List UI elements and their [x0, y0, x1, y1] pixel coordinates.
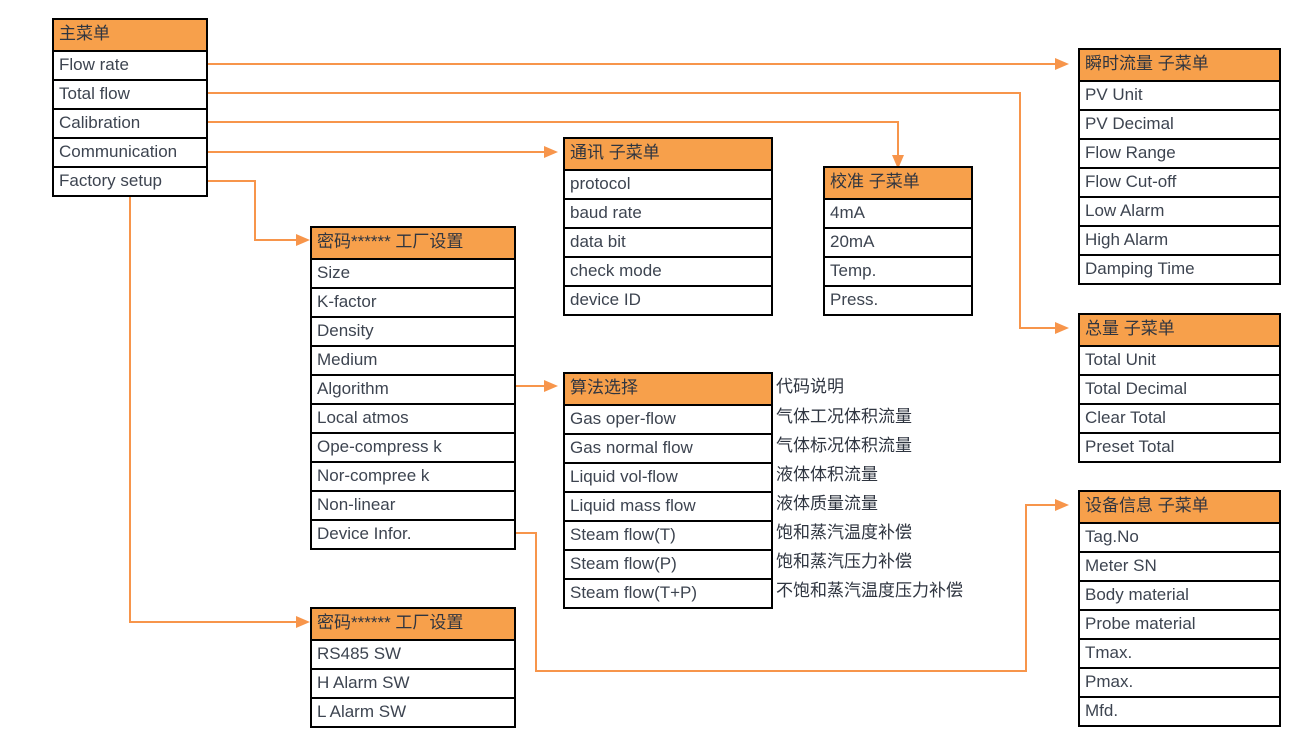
description-liquid-vol-flow: 液体体积流量 [776, 465, 878, 484]
menu-item-density[interactable]: Density [312, 316, 514, 345]
menu-item-meter-sn[interactable]: Meter SN [1080, 551, 1279, 580]
menu-item-liquid-mass-flow[interactable]: Liquid mass flow [565, 491, 771, 520]
menu-item-l-alarm-sw[interactable]: L Alarm SW [312, 697, 514, 726]
menu-item-local-atmos[interactable]: Local atmos [312, 403, 514, 432]
menu-item-body-material[interactable]: Body material [1080, 580, 1279, 609]
menu-item-probe-material[interactable]: Probe material [1080, 609, 1279, 638]
menu-item-algorithm[interactable]: Algorithm [312, 374, 514, 403]
menu-item-mfd[interactable]: Mfd. [1080, 696, 1279, 725]
menu-item-h-alarm-sw[interactable]: H Alarm SW [312, 668, 514, 697]
menu-item-flow-range[interactable]: Flow Range [1080, 138, 1279, 167]
menu-item-medium[interactable]: Medium [312, 345, 514, 374]
panel-header-factory-setup-main: 密码****** 工厂设置 [312, 228, 514, 258]
panel-header-flow-rate-submenu: 瞬时流量 子菜单 [1080, 50, 1279, 80]
menu-item-total-decimal[interactable]: Total Decimal [1080, 374, 1279, 403]
menu-item-preset-total[interactable]: Preset Total [1080, 432, 1279, 461]
panel-header-main-menu: 主菜单 [54, 20, 206, 50]
menu-item-4ma[interactable]: 4mA [825, 198, 971, 227]
menu-item-flow-rate[interactable]: Flow rate [54, 50, 206, 79]
algorithm-description-column: 代码说明 气体工况体积流量 气体标况体积流量 液体体积流量 液体质量流量 饱和蒸… [776, 373, 1036, 606]
wire-factory-setup-secondary [129, 197, 310, 628]
menu-item-calibration[interactable]: Calibration [54, 108, 206, 137]
panel-communication-submenu: 通讯 子菜单 protocol baud rate data bit check… [563, 137, 773, 316]
description-liquid-mass-flow: 液体质量流量 [776, 494, 878, 513]
panel-factory-setup-secondary: 密码****** 工厂设置 RS485 SW H Alarm SW L Alar… [310, 607, 516, 728]
description-steam-flow-tp: 不饱和蒸汽温度压力补偿 [776, 581, 963, 600]
menu-item-factory-setup[interactable]: Factory setup [54, 166, 206, 195]
panel-header-total-flow-submenu: 总量 子菜单 [1080, 315, 1279, 345]
panel-factory-setup-main: 密码****** 工厂设置 Size K-factor Density Medi… [310, 226, 516, 550]
menu-item-clear-total[interactable]: Clear Total [1080, 403, 1279, 432]
menu-item-steam-flow-t[interactable]: Steam flow(T) [565, 520, 771, 549]
menu-item-gas-normal-flow[interactable]: Gas normal flow [565, 433, 771, 462]
menu-item-gas-oper-flow[interactable]: Gas oper-flow [565, 404, 771, 433]
menu-item-steam-flow-tp[interactable]: Steam flow(T+P) [565, 578, 771, 607]
menu-item-total-unit[interactable]: Total Unit [1080, 345, 1279, 374]
menu-item-liquid-vol-flow[interactable]: Liquid vol-flow [565, 462, 771, 491]
panel-main-menu: 主菜单 Flow rate Total flow Calibration Com… [52, 18, 208, 197]
description-gas-normal-flow: 气体标况体积流量 [776, 436, 912, 455]
menu-item-total-flow[interactable]: Total flow [54, 79, 206, 108]
description-steam-flow-p: 饱和蒸汽压力补偿 [776, 552, 912, 571]
description-header: 代码说明 [776, 377, 844, 396]
menu-item-tag-no[interactable]: Tag.No [1080, 522, 1279, 551]
menu-item-temp[interactable]: Temp. [825, 256, 971, 285]
menu-item-device-infor[interactable]: Device Infor. [312, 519, 514, 548]
panel-header-calibration-submenu: 校准 子菜单 [825, 168, 971, 198]
menu-item-nor-compree-k[interactable]: Nor-compree k [312, 461, 514, 490]
menu-item-non-linear[interactable]: Non-linear [312, 490, 514, 519]
menu-item-20ma[interactable]: 20mA [825, 227, 971, 256]
wire-calibration [208, 121, 904, 169]
menu-item-damping-time[interactable]: Damping Time [1080, 254, 1279, 283]
menu-item-rs485-sw[interactable]: RS485 SW [312, 639, 514, 668]
description-gas-oper-flow: 气体工况体积流量 [776, 407, 912, 426]
menu-item-pmax[interactable]: Pmax. [1080, 667, 1279, 696]
menu-item-size[interactable]: Size [312, 258, 514, 287]
panel-header-device-info-submenu: 设备信息 子菜单 [1080, 492, 1279, 522]
menu-item-high-alarm[interactable]: High Alarm [1080, 225, 1279, 254]
panel-header-factory-setup-secondary: 密码****** 工厂设置 [312, 609, 514, 639]
panel-header-communication-submenu: 通讯 子菜单 [565, 139, 771, 169]
menu-item-steam-flow-p[interactable]: Steam flow(P) [565, 549, 771, 578]
panel-flow-rate-submenu: 瞬时流量 子菜单 PV Unit PV Decimal Flow Range F… [1078, 48, 1281, 285]
menu-item-flow-cut-off[interactable]: Flow Cut-off [1080, 167, 1279, 196]
panel-algorithm-selection: 算法选择 Gas oper-flow Gas normal flow Liqui… [563, 372, 773, 609]
description-steam-flow-t: 饱和蒸汽温度补偿 [776, 523, 912, 542]
menu-item-pv-unit[interactable]: PV Unit [1080, 80, 1279, 109]
menu-item-press[interactable]: Press. [825, 285, 971, 314]
menu-item-communication[interactable]: Communication [54, 137, 206, 166]
menu-item-baud-rate[interactable]: baud rate [565, 198, 771, 227]
menu-item-data-bit[interactable]: data bit [565, 227, 771, 256]
menu-item-low-alarm[interactable]: Low Alarm [1080, 196, 1279, 225]
menu-item-tmax[interactable]: Tmax. [1080, 638, 1279, 667]
wire-factory-setup-main [208, 180, 310, 246]
menu-item-ope-compress-k[interactable]: Ope-compress k [312, 432, 514, 461]
panel-device-info-submenu: 设备信息 子菜单 Tag.No Meter SN Body material P… [1078, 490, 1281, 727]
menu-item-check-mode[interactable]: check mode [565, 256, 771, 285]
menu-item-k-factor[interactable]: K-factor [312, 287, 514, 316]
panel-total-flow-submenu: 总量 子菜单 Total Unit Total Decimal Clear To… [1078, 313, 1281, 463]
panel-header-algorithm-selection: 算法选择 [565, 374, 771, 404]
menu-item-protocol[interactable]: protocol [565, 169, 771, 198]
menu-item-pv-decimal[interactable]: PV Decimal [1080, 109, 1279, 138]
panel-calibration-submenu: 校准 子菜单 4mA 20mA Temp. Press. [823, 166, 973, 316]
menu-item-device-id[interactable]: device ID [565, 285, 771, 314]
